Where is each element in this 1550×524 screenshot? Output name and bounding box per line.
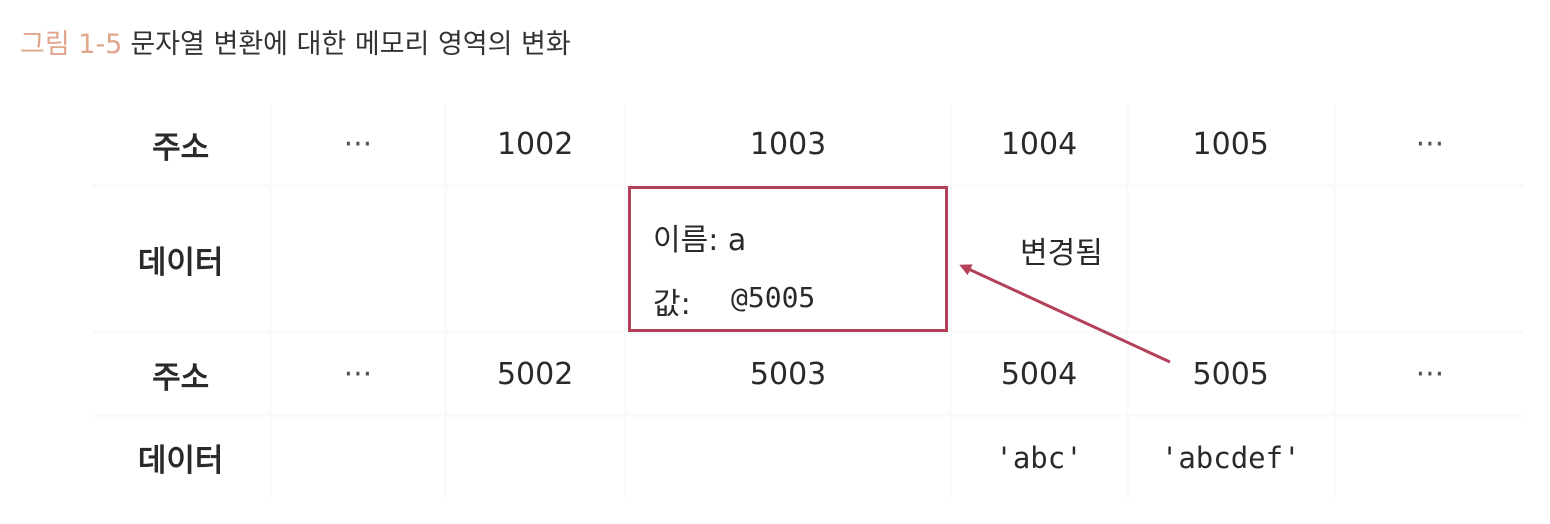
variable-a-box: 이름: a 값: @5005 bbox=[628, 186, 948, 332]
table-cell: 1005 bbox=[1128, 104, 1333, 184]
table-cell: ··· bbox=[272, 104, 444, 184]
table-cell bbox=[626, 417, 950, 498]
table-cell: 5005 bbox=[1128, 334, 1333, 414]
row-header: 주소 bbox=[92, 104, 270, 184]
table-cell: 'abcdef' bbox=[1128, 417, 1333, 498]
figure-title: 문자열 변환에 대한 메모리 영역의 변화 bbox=[130, 29, 571, 60]
value-label: 값: bbox=[653, 287, 691, 322]
table-row-data-2: 데이터 'abc' 'abcdef' bbox=[92, 417, 1524, 498]
table-cell bbox=[272, 187, 444, 331]
changed-annotation: 변경됨 bbox=[1020, 236, 1103, 271]
variable-value: @5005 bbox=[731, 281, 816, 314]
table-cell: ··· bbox=[1335, 334, 1524, 414]
table-row-address-1: 주소 ··· 1002 1003 1004 1005 ··· bbox=[92, 104, 1524, 184]
table-cell: 'abc' bbox=[952, 417, 1126, 498]
table-cell: 1003 bbox=[626, 104, 950, 184]
row-header: 데이터 bbox=[92, 187, 270, 331]
table-cell bbox=[446, 417, 624, 498]
table-cell bbox=[1335, 187, 1524, 331]
row-header: 주소 bbox=[92, 334, 270, 414]
table-row-address-2: 주소 ··· 5002 5003 5004 5005 ··· bbox=[92, 334, 1524, 414]
variable-name: 이름: a bbox=[653, 223, 747, 258]
table-cell: 1004 bbox=[952, 104, 1126, 184]
table-cell bbox=[1128, 187, 1333, 331]
table-cell: ··· bbox=[272, 334, 444, 414]
row-header: 데이터 bbox=[92, 417, 270, 498]
memory-table: 주소 ··· 1002 1003 1004 1005 ··· 데이터 주소 ··… bbox=[92, 104, 1524, 498]
table-cell: 1002 bbox=[446, 104, 624, 184]
table-cell bbox=[1335, 417, 1524, 498]
table-cell bbox=[446, 187, 624, 331]
table-cell: 5004 bbox=[952, 334, 1126, 414]
table-cell bbox=[272, 417, 444, 498]
table-cell: 5002 bbox=[446, 334, 624, 414]
table-cell: 5003 bbox=[626, 334, 950, 414]
figure-number: 그림 1-5 bbox=[20, 29, 123, 60]
table-cell: ··· bbox=[1335, 104, 1524, 184]
